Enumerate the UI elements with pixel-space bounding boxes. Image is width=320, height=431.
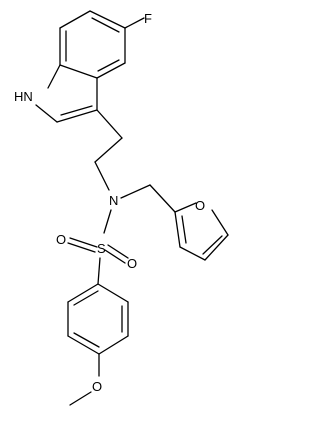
bond [89, 10, 126, 29]
atom-sulfonyl-oxygen-right: O [127, 256, 137, 271]
atom-sulfonyl-oxygen-left: O [56, 232, 66, 247]
bond [179, 246, 206, 261]
methoxyphenyl-ring [67, 283, 129, 406]
bond [97, 257, 101, 285]
atom-indole-nitrogen: HN [14, 89, 33, 104]
furylmethyl-group [120, 184, 229, 261]
double-bond-inner [73, 290, 99, 306]
bond [149, 184, 176, 213]
pyrrole-ring [35, 64, 98, 123]
double-bond [107, 244, 129, 259]
double-bond-inner [181, 215, 187, 244]
atom-furan-oxygen: O [195, 198, 205, 213]
structure-canvas: F HN N S O O O O [14, 10, 229, 406]
molecule-diagram: F HN N S O O O O [14, 10, 229, 406]
bond [94, 137, 123, 163]
double-bond-inner [97, 59, 120, 72]
bond [98, 335, 129, 355]
bond [96, 62, 126, 79]
ethyl-linker [94, 109, 123, 191]
bond [35, 104, 58, 123]
double-bond-inner [60, 105, 93, 116]
atom-sulfur: S [97, 241, 106, 256]
bond [96, 109, 123, 139]
bond [69, 391, 92, 406]
double-bond-inner [202, 235, 223, 255]
bond [94, 161, 110, 191]
bond [67, 335, 100, 355]
bond [56, 109, 98, 123]
bond [97, 283, 129, 303]
atom-methoxy-oxygen: O [92, 379, 102, 394]
sulfonyl-group [67, 209, 129, 285]
double-bond-inner [91, 17, 120, 33]
double-bond-inner [73, 332, 100, 348]
indole-benzene-ring [59, 10, 145, 79]
bond-to-fluorine [124, 17, 145, 29]
bond [204, 234, 229, 261]
bond [59, 64, 98, 79]
bond [174, 211, 181, 248]
bond [120, 184, 151, 199]
bond [47, 64, 61, 89]
bond [103, 209, 112, 234]
double-bond [69, 237, 98, 248]
bond [211, 209, 229, 236]
atom-sulfonamide-nitrogen: N [109, 193, 118, 208]
atom-fluorine: F [144, 11, 152, 26]
bond [174, 202, 197, 213]
bond [67, 283, 99, 303]
double-bond [67, 242, 96, 253]
bond [59, 10, 91, 29]
double-bond [104, 249, 126, 264]
